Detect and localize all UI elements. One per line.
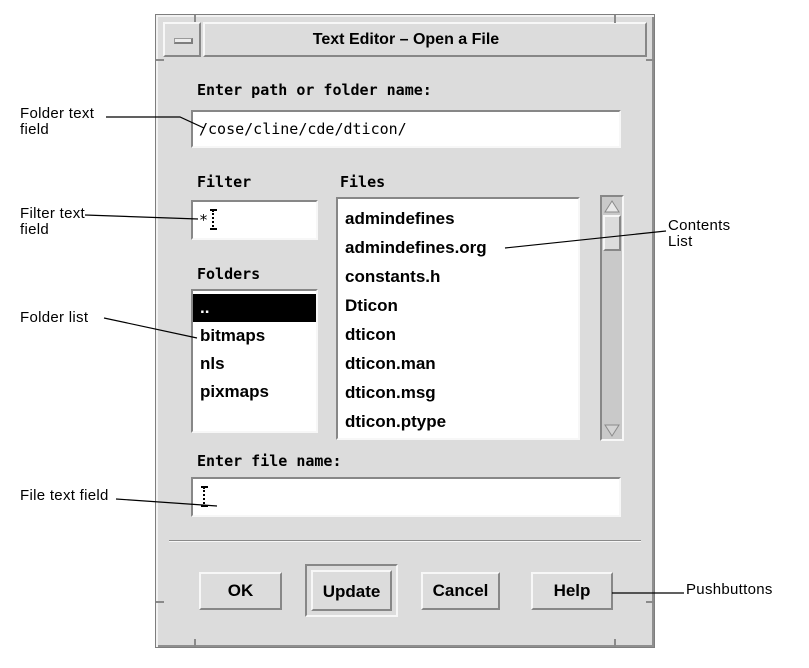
path-input-value: /cose/cline/cde/dticon/ xyxy=(199,120,407,138)
filter-input-value: * xyxy=(199,211,209,229)
callout-folder-list: Folder list xyxy=(20,309,89,326)
window-menu-dash-icon xyxy=(174,38,193,44)
callout-filter-text-field: Filter text field xyxy=(20,205,85,238)
resize-notch xyxy=(614,639,616,647)
separator xyxy=(169,540,641,542)
filter-label: Filter xyxy=(197,173,252,191)
scroll-up-icon xyxy=(604,199,620,212)
folder-item[interactable]: bitmaps xyxy=(200,326,266,345)
window-title: Text Editor – Open a File xyxy=(203,22,647,57)
callout-folder-text-field: Folder text field xyxy=(20,105,95,138)
path-input[interactable]: /cose/cline/cde/dticon/ xyxy=(191,110,621,148)
help-button[interactable]: Help xyxy=(531,572,613,610)
file-item[interactable]: admindefines xyxy=(345,209,455,228)
scroll-up-button[interactable] xyxy=(602,197,622,215)
scrollbar-track[interactable] xyxy=(602,251,622,421)
folder-item-selected[interactable]: .. xyxy=(193,294,316,322)
file-item[interactable]: Dticon xyxy=(345,296,398,315)
resize-notch xyxy=(646,59,654,61)
cancel-button[interactable]: Cancel xyxy=(421,572,500,610)
resize-notch xyxy=(194,639,196,647)
file-item[interactable]: dticon.man xyxy=(345,354,436,373)
resize-notch xyxy=(156,59,164,61)
folders-label: Folders xyxy=(197,265,261,283)
resize-notch xyxy=(614,15,616,23)
folders-list[interactable]: .. bitmaps nls pixmaps xyxy=(191,289,318,433)
resize-notch xyxy=(194,15,196,23)
filename-label: Enter file name: xyxy=(197,452,342,470)
files-list[interactable]: admindefines admindefines.org constants.… xyxy=(336,197,580,440)
update-button[interactable]: Update xyxy=(311,570,392,611)
open-file-dialog-window: Text Editor – Open a File Enter path or … xyxy=(155,14,655,648)
file-item[interactable]: dticon xyxy=(345,325,396,344)
resize-notch xyxy=(156,601,164,603)
scroll-down-button[interactable] xyxy=(602,421,622,439)
filename-input[interactable] xyxy=(191,477,621,517)
files-label: Files xyxy=(340,173,386,191)
text-cursor-icon xyxy=(209,209,218,231)
filter-input[interactable]: * xyxy=(191,200,318,240)
titlebar[interactable]: Text Editor – Open a File xyxy=(163,22,647,57)
ok-button[interactable]: OK xyxy=(199,572,282,610)
text-cursor-icon xyxy=(200,486,209,508)
resize-notch xyxy=(646,601,654,603)
file-item[interactable]: dticon.msg xyxy=(345,383,436,402)
scroll-down-icon xyxy=(604,424,620,437)
file-item[interactable]: dticon.ptype xyxy=(345,412,447,431)
dialog-client-area: Enter path or folder name: /cose/cline/c… xyxy=(163,60,647,639)
callout-pushbuttons: Pushbuttons xyxy=(686,581,773,598)
callout-file-text-field: File text field xyxy=(20,487,109,504)
window-menu-button[interactable] xyxy=(163,22,201,57)
file-item[interactable]: constants.h xyxy=(345,267,441,286)
folder-item[interactable]: nls xyxy=(200,354,225,373)
default-button-frame: Update xyxy=(305,564,398,617)
folder-item[interactable]: pixmaps xyxy=(200,382,269,401)
files-scrollbar[interactable] xyxy=(600,195,624,441)
scrollbar-thumb[interactable] xyxy=(603,215,621,251)
callout-contents-list: Contents List xyxy=(668,217,731,250)
path-label: Enter path or folder name: xyxy=(197,81,432,99)
file-item[interactable]: admindefines.org xyxy=(345,238,487,257)
